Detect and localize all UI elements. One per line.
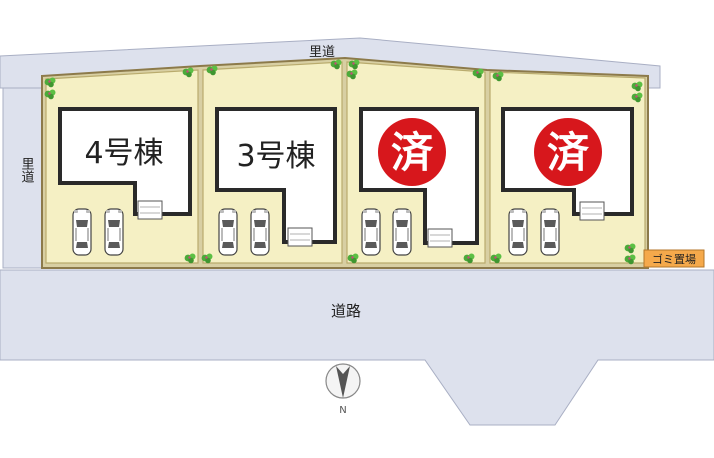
car-icon [508,208,528,256]
compass-icon: N [325,363,361,416]
garbage-area-box [643,249,705,268]
lot-1: 済 [489,71,646,264]
lot-4: 4号棟 [45,69,199,264]
car-icon [392,208,412,256]
north-lane-label: 里道 [309,45,335,60]
main-road [0,269,714,426]
lot-1-sold-badge [534,118,602,186]
garbage-area-label: ゴミ置場 [652,252,696,266]
car-icon [540,208,560,256]
car-icon [250,208,270,256]
lot-2-sold-text: 済 [391,128,434,177]
lot-4-label: 4号棟 [84,136,163,171]
lot-2: 済 [346,61,486,264]
car-icon [218,208,238,256]
compass-letter: N [339,405,346,416]
car-icon [361,208,381,256]
west-lane-label: 里道 [19,157,35,183]
car-icon [72,208,92,256]
car-icon [104,208,124,256]
lot-3-label: 3号棟 [236,139,315,174]
lot-1-sold-text: 済 [547,128,590,177]
lot-2-sold-badge [378,118,446,186]
lot-3: 3号棟 [202,61,343,264]
lot-4-building [58,107,192,216]
main-road-label: 道路 [331,302,361,320]
lot-3-building [215,107,337,244]
